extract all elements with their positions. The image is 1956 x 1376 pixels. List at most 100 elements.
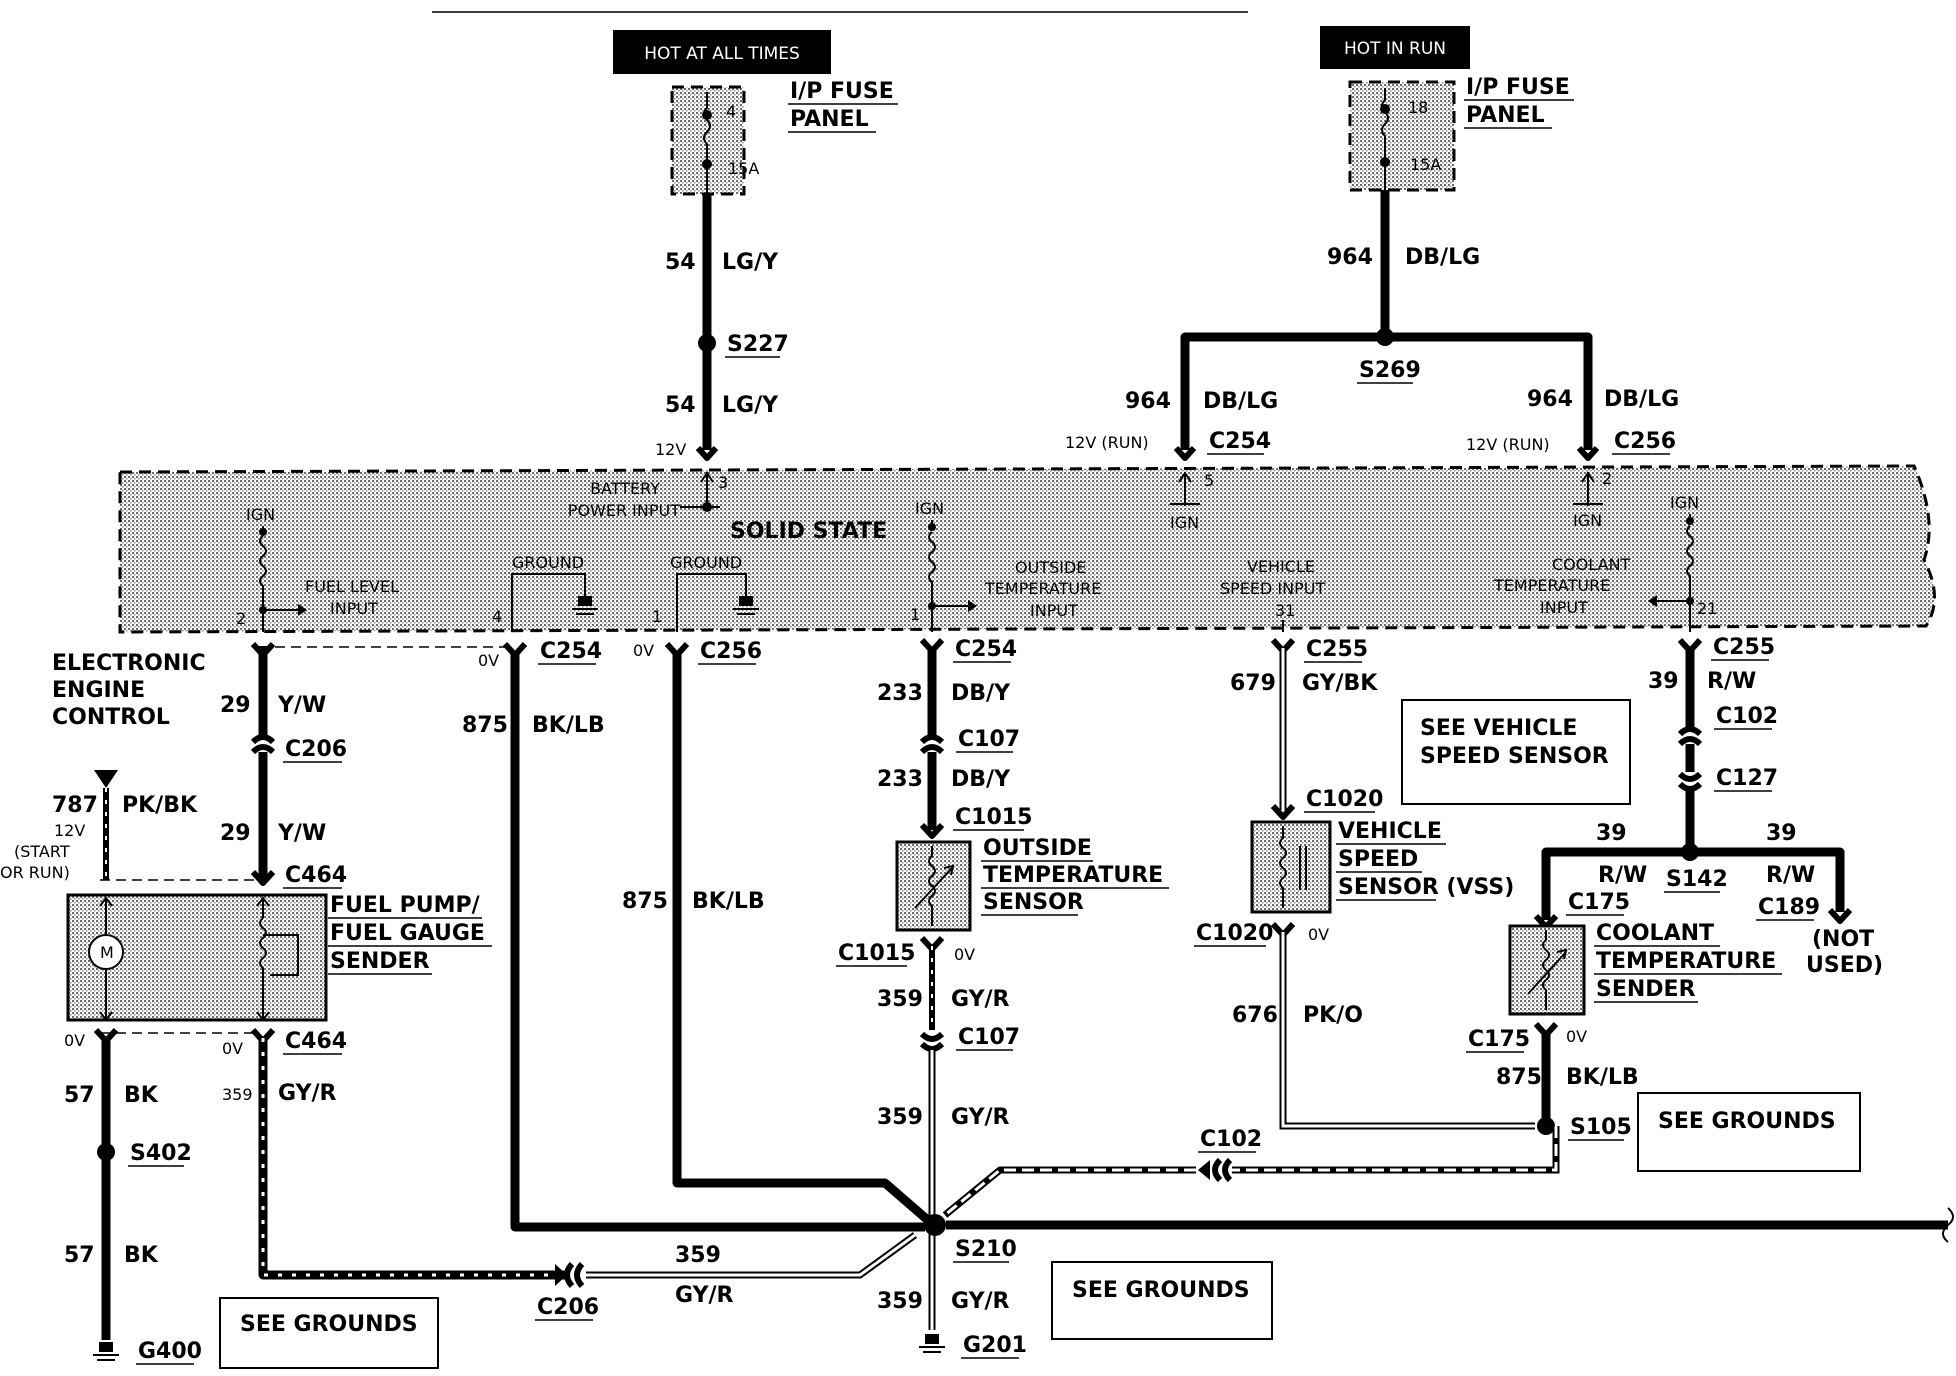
connector-c256-ground: C256 — [700, 639, 762, 664]
fuel-pump-label-3: SENDER — [330, 949, 430, 974]
see-grounds-box-c — [1637, 1092, 1861, 1172]
connector-c254-ground: C254 — [540, 639, 602, 664]
outside-sensor-label-1: OUTSIDE — [983, 836, 1092, 861]
fuse-right-number: 18 — [1408, 98, 1428, 117]
fuse-right-box — [1348, 80, 1456, 192]
splice-s269: S269 — [1359, 358, 1421, 383]
splice-s105: S105 — [1570, 1115, 1632, 1140]
vss-label-2: SPEED — [1338, 847, 1418, 872]
volts-0v-pump-b: 0V — [222, 1039, 243, 1058]
connector-c1015-b: C1015 — [838, 941, 915, 966]
module-name: SOLID STATE — [730, 519, 887, 544]
ign-label-fuel: IGN — [246, 505, 275, 524]
vss-label-3: SENSOR (VSS) — [1338, 875, 1514, 900]
volts-0v-pump-a: 0V — [64, 1031, 85, 1050]
wire-gyr-pump: GY/R — [278, 1081, 337, 1106]
connector-c1020-b: C1020 — [1196, 921, 1273, 946]
fuse-right-rating: 15A — [1410, 155, 1441, 174]
not-used-2: USED) — [1806, 953, 1883, 978]
start-run-3: OR RUN) — [0, 863, 70, 882]
wire-dby-a: DB/Y — [951, 681, 1011, 706]
splice-s142-dot — [1681, 843, 1699, 861]
connector-c255-vss: C255 — [1306, 637, 1368, 662]
volts-0v-c256: 0V — [633, 641, 654, 660]
ign-pin-5: 5 — [1204, 471, 1214, 490]
coolant-input-2: TEMPERATURE — [1493, 576, 1610, 595]
vss-pin: 31 — [1275, 601, 1295, 620]
see-grounds-box-a — [219, 1297, 439, 1369]
ign-label-outside: IGN — [915, 499, 944, 518]
connector-c464-a: C464 — [285, 863, 347, 888]
outside-input-2: TEMPERATURE — [984, 579, 1101, 598]
outside-temp-sensor-box — [895, 840, 972, 932]
wire-359-outside-c: 359 — [877, 1289, 923, 1314]
battery-input-2: POWER INPUT — [568, 501, 680, 520]
ign-label-coolant: IGN — [1670, 493, 1699, 512]
fuse-left-label-2: PANEL — [790, 107, 869, 132]
ground-g201: G201 — [963, 1333, 1027, 1358]
wire-bklb-a: BK/LB — [532, 713, 605, 738]
volts-12-run-c254: 12V (RUN) — [1065, 433, 1149, 452]
see-grounds-c: SEE GROUNDS — [1658, 1109, 1836, 1134]
connector-c464-b: C464 — [285, 1029, 347, 1054]
wire-29-a: 29 — [220, 693, 251, 718]
volts-0v-c254: 0V — [478, 651, 499, 670]
wire-964-label-a: 964 — [1327, 245, 1373, 270]
connector-c1020-a: C1020 — [1306, 787, 1383, 812]
fuse-right-label-2: PANEL — [1466, 103, 1545, 128]
wire-pko: PK/O — [1303, 1003, 1363, 1028]
solid-state-module: SOLID STATE 3 BATTERY POWER INPUT 5 IGN … — [118, 445, 1936, 634]
outside-input-3: INPUT — [1030, 601, 1078, 620]
ign-pin-2: 2 — [1602, 469, 1612, 488]
wire-gyr-outside-c: GY/R — [951, 1289, 1010, 1314]
wire-yw-b: Y/W — [277, 821, 326, 846]
module-outline — [118, 464, 1936, 634]
wire-233-b: 233 — [877, 767, 923, 792]
ground-a-label: GROUND — [512, 553, 584, 572]
volts-12-battery: 12V — [655, 440, 686, 459]
not-used-1: (NOT — [1812, 927, 1874, 952]
connector-c206-b: C206 — [537, 1295, 599, 1320]
fuse-left-label-1: I/P FUSE — [790, 79, 894, 104]
wire-rw-a: R/W — [1707, 669, 1756, 694]
wire-gybk: GY/BK — [1302, 671, 1378, 696]
wire-bklb-b: BK/LB — [692, 889, 765, 914]
wire-57-a: 57 — [64, 1083, 95, 1108]
coolant-label-2: TEMPERATURE — [1596, 949, 1776, 974]
coolant-input-1: COOLANT — [1552, 555, 1631, 574]
fuse-left-group: HOT AT ALL TIMES 4 15A I/P FUSE PANEL — [613, 30, 898, 196]
fuse-left-number: 4 — [726, 102, 736, 121]
connector-c107-b: C107 — [958, 1025, 1020, 1050]
hot-in-run-text: HOT IN RUN — [1344, 39, 1446, 59]
wire-dblg-label-c: DB/LG — [1604, 387, 1679, 412]
wire-875-bklb-a — [510, 652, 925, 1232]
top-wires: 54 LG/Y S227 54 LG/Y 12V 964 DB/LG S269 … — [655, 190, 1679, 459]
connector-c254-top: C254 — [1209, 429, 1271, 454]
wire-359-pump: 359 — [222, 1085, 253, 1104]
volts-0v-outside: 0V — [954, 945, 975, 964]
connector-c1015-a: C1015 — [955, 805, 1032, 830]
connector-c102-b: C102 — [1200, 1127, 1262, 1152]
wire-dblg-label-a: DB/LG — [1405, 245, 1480, 270]
ground-a-pin: 4 — [492, 607, 502, 626]
splice-s402: S402 — [130, 1141, 192, 1166]
ground-b-label: GROUND — [670, 553, 742, 572]
ign-label-c256: IGN — [1573, 511, 1602, 530]
fuel-level-input-1: FUEL LEVEL — [305, 577, 399, 596]
fuel-pump-section: 29 Y/W C206 29 Y/W C464 787 PK/BK 12V (S… — [0, 641, 918, 1369]
wire-39-a: 39 — [1648, 669, 1679, 694]
wire-gyr-c206: GY/R — [675, 1283, 734, 1308]
start-run-2: (START — [14, 842, 70, 861]
wire-679: 679 — [1230, 671, 1276, 696]
see-grounds-b: SEE GROUNDS — [1072, 1278, 1250, 1303]
wire-bklb-c: BK/LB — [1566, 1065, 1639, 1090]
hot-at-all-times-header — [613, 30, 831, 74]
outside-sensor-label-2: TEMPERATURE — [983, 863, 1163, 888]
wire-39-c: 39 — [1766, 821, 1797, 846]
wire-39-b: 39 — [1596, 821, 1627, 846]
volts-0v-vss: 0V — [1308, 925, 1329, 944]
splice-s227-dot — [698, 334, 716, 352]
wire-29-b: 29 — [220, 821, 251, 846]
wire-875-bklb-b — [672, 652, 933, 1226]
